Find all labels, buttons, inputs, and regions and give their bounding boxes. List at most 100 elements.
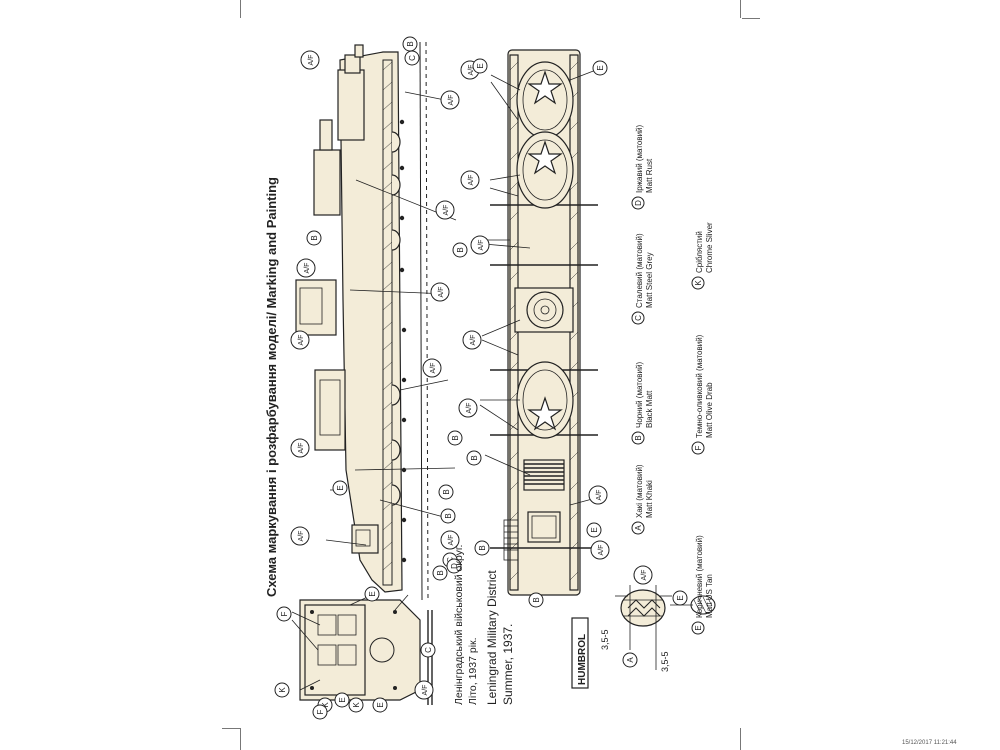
- top-hatch: [527, 511, 561, 543]
- legend-name-en: Matt Khaki: [645, 480, 654, 518]
- top-engine-grille: [523, 459, 565, 491]
- callout-af-10: A/F: [422, 358, 442, 378]
- callout-label: B: [406, 41, 415, 46]
- legend-name-ua: Іржавий (матовий): [635, 124, 644, 193]
- legend-name-ua: Коричневий (матовий): [695, 535, 704, 618]
- callout-label: E: [368, 591, 377, 596]
- legend-name-ua: Сріблястий: [695, 231, 704, 273]
- side-belt-hatching: [382, 61, 393, 571]
- callout-label: E: [676, 595, 685, 600]
- legend-key: E: [694, 625, 703, 630]
- legend-key: K: [694, 280, 703, 286]
- callout-af-15: A/F: [440, 530, 460, 550]
- legend-key: A: [634, 525, 643, 531]
- callout-label: A/F: [448, 535, 455, 546]
- callout-af-7: A/F: [290, 330, 310, 350]
- callout-af-25: A/F: [462, 330, 482, 350]
- top-turret-3: [514, 287, 574, 333]
- crop-mark-bottom-right: [740, 728, 741, 750]
- top-view: [479, 49, 598, 596]
- district-line1-en: Leningrad Military District: [485, 570, 499, 705]
- callout-label: B: [444, 513, 453, 518]
- crop-mark-top-left: [240, 0, 241, 18]
- callout-label: A/F: [430, 363, 437, 374]
- measure-label-2: 3,5-5: [660, 651, 670, 672]
- callout-label: E: [338, 697, 347, 702]
- callout-group: A/FBCA/FA/FBA/FA/FBA/FA/FA/FBBBA/FEA/FCB…: [274, 36, 688, 720]
- callout-label: D: [450, 563, 459, 569]
- crop-mark-top-right-h: [742, 18, 760, 19]
- callout-label: E: [476, 63, 485, 68]
- callout-e-40: E: [372, 697, 388, 713]
- callout-label: A/F: [298, 335, 305, 346]
- side-rivets: [399, 119, 407, 563]
- callout-e-32: E: [586, 522, 602, 538]
- callout-b-5: B: [306, 230, 322, 246]
- callout-af-4: A/F: [435, 200, 455, 220]
- callout-af-26: A/F: [458, 398, 478, 418]
- callout-b-31: B: [528, 592, 544, 608]
- callout-label: B: [442, 489, 451, 494]
- callout-af-6: A/F: [296, 258, 316, 278]
- callout-label: B: [451, 435, 460, 440]
- front-leader-lines: [291, 594, 409, 691]
- callout-label: A: [626, 657, 635, 663]
- callout-b-8: B: [452, 242, 468, 258]
- callout-label: E: [336, 485, 345, 490]
- callout-af-11: A/F: [290, 438, 310, 458]
- callout-label: A/F: [478, 240, 485, 251]
- callout-af-30: A/F: [588, 485, 608, 505]
- callout-af-9: A/F: [430, 282, 450, 302]
- callout-f-46: F: [312, 704, 328, 720]
- callout-b-27: B: [466, 450, 482, 466]
- callout-b-14: B: [440, 508, 456, 524]
- callout-label: K: [278, 687, 287, 693]
- callout-af-33: A/F: [590, 540, 610, 560]
- legend-name-en: Matt Steel Grey: [645, 252, 654, 308]
- callout-label: A/F: [468, 65, 475, 76]
- callout-label: F: [316, 709, 325, 714]
- crop-mark-bottom-left: [240, 728, 241, 750]
- callout-label: A/F: [470, 335, 477, 346]
- callout-af-3: A/F: [440, 90, 460, 110]
- side-turret-1: [337, 44, 365, 141]
- callout-label: A/F: [468, 175, 475, 186]
- callout-af-23: A/F: [460, 170, 480, 190]
- legend-name-ua: Сталевий (матовий): [635, 233, 644, 308]
- district-line1-ua: Ленінградський військовий округ.: [453, 545, 465, 705]
- callout-label: A/F: [304, 263, 311, 274]
- legend-name-ua: Чорний (матовий): [635, 362, 644, 428]
- crop-mark-bottom-left-h: [222, 728, 240, 729]
- callout-label: A/F: [443, 205, 450, 216]
- callout-label: A/F: [448, 95, 455, 106]
- legend-key: B: [634, 435, 643, 440]
- callout-d-20: D: [446, 558, 462, 574]
- district-line2-en: Summer, 1937.: [501, 624, 515, 705]
- callout-af-24: A/F: [470, 235, 490, 255]
- callout-label: A/F: [308, 55, 315, 66]
- callout-label: K: [321, 702, 330, 708]
- callout-label: F: [280, 611, 289, 616]
- red-star-icon: [527, 70, 563, 431]
- callout-label: A/F: [598, 545, 605, 556]
- top-hatching: [509, 61, 579, 581]
- callout-label: B: [456, 247, 465, 252]
- callout-label: E: [376, 702, 385, 707]
- callout-label: E: [590, 527, 599, 532]
- callout-a-43: A: [622, 652, 638, 668]
- legend-name-ua: Темно-оливковий (матовий): [695, 334, 704, 438]
- legend-key: F: [694, 445, 703, 450]
- callout-c-2: C: [404, 50, 420, 66]
- callout-label: A/F: [298, 531, 305, 542]
- legend-name-en: Matt Rust: [645, 158, 654, 193]
- humbrol-logo: HUMBROL: [571, 617, 589, 689]
- front-view: [291, 594, 433, 705]
- legend-key: C: [634, 315, 643, 321]
- callout-label: B: [532, 597, 541, 602]
